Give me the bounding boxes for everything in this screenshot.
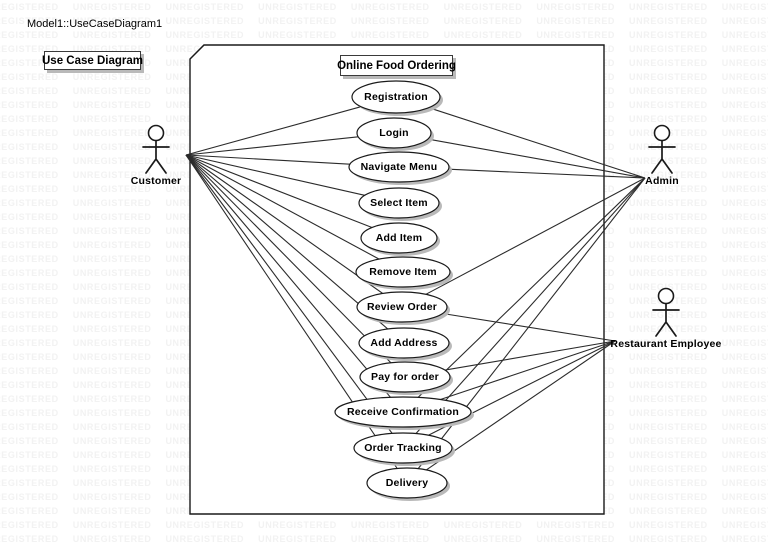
use-case-ellipse-add-item[interactable] (360, 222, 438, 254)
use-case-ellipses-group (334, 80, 474, 501)
actor-body (142, 140, 170, 174)
association-line[interactable] (185, 136, 359, 156)
use-case-ellipse-registration[interactable] (351, 80, 441, 114)
association-line[interactable] (185, 154, 384, 294)
actor-restaurant-employee[interactable] (652, 287, 680, 337)
association-line[interactable] (417, 177, 646, 398)
system-boundary-title-box[interactable]: Online Food Ordering (337, 55, 456, 76)
use-case-label-review-order: Review Order (366, 301, 438, 313)
actor-admin[interactable] (648, 124, 676, 174)
association-line[interactable] (425, 340, 616, 471)
use-case-label-add-item: Add Item (375, 232, 423, 244)
use-case-label-receive-confirmation: Receive Confirmation (347, 406, 459, 418)
use-case-ellipse-navigate-menu[interactable] (348, 151, 450, 183)
association-line[interactable] (185, 154, 373, 229)
system-boundary-title-text: Online Food Ordering (337, 59, 456, 72)
use-case-label-delivery: Delivery (385, 477, 429, 489)
actor-figures-group (142, 124, 680, 337)
use-case-ellipse-pay-for-order[interactable] (359, 361, 451, 393)
use-case-label-select-item: Select Item (370, 197, 428, 209)
association-line[interactable] (185, 106, 362, 156)
use-case-ellipse-delivery[interactable] (366, 467, 448, 499)
actor-label-customer: Customer (130, 175, 182, 187)
use-case-ellipse-order-tracking[interactable] (353, 432, 453, 464)
association-line[interactable] (185, 154, 391, 398)
use-case-diagram-label-box[interactable]: Use Case Diagram (42, 51, 143, 70)
use-case-diagram-label-text: Use Case Diagram (42, 54, 143, 67)
use-case-label-pay-for-order: Pay for order (371, 371, 439, 383)
association-line[interactable] (185, 154, 392, 364)
use-case-label-remove-item: Remove Item (369, 266, 437, 278)
use-case-ellipse-login[interactable] (356, 117, 432, 149)
association-line[interactable] (185, 154, 393, 434)
use-case-ellipse-review-order[interactable] (356, 291, 448, 323)
use-case-ellipse-add-address[interactable] (358, 327, 450, 359)
actor-customer[interactable] (142, 124, 170, 174)
association-line[interactable] (185, 154, 380, 260)
association-line[interactable] (440, 340, 616, 401)
use-case-label-registration: Registration (364, 91, 428, 103)
actor-head (653, 124, 671, 142)
association-line[interactable] (427, 138, 646, 179)
actor-body (648, 140, 676, 174)
actor-body (652, 303, 680, 337)
association-line[interactable] (428, 107, 646, 179)
association-line[interactable] (185, 154, 350, 165)
actor-head (147, 124, 165, 142)
use-case-label-order-tracking: Order Tracking (364, 442, 442, 454)
model-title: Model1::UseCaseDiagram1 (27, 18, 163, 30)
association-line[interactable] (444, 340, 616, 371)
use-case-ellipse-select-item[interactable] (358, 187, 440, 219)
use-case-ellipse-remove-item[interactable] (355, 256, 451, 288)
association-line[interactable] (442, 312, 616, 342)
association-line[interactable] (448, 168, 646, 179)
association-line[interactable] (415, 177, 646, 434)
association-line[interactable] (425, 177, 646, 295)
use-case-ellipse-receive-confirmation[interactable] (334, 396, 472, 428)
actor-head (657, 287, 675, 305)
association-line[interactable] (185, 154, 365, 196)
use-case-label-navigate-menu: Navigate Menu (360, 161, 438, 173)
association-line[interactable] (185, 154, 389, 330)
boundary-folded-corner (189, 44, 205, 60)
actor-label-restaurant-employee: Restaurant Employee (610, 338, 722, 350)
use-case-label-add-address: Add Address (370, 337, 438, 349)
actor-label-admin: Admin (645, 175, 679, 187)
use-case-label-login: Login (379, 127, 409, 139)
